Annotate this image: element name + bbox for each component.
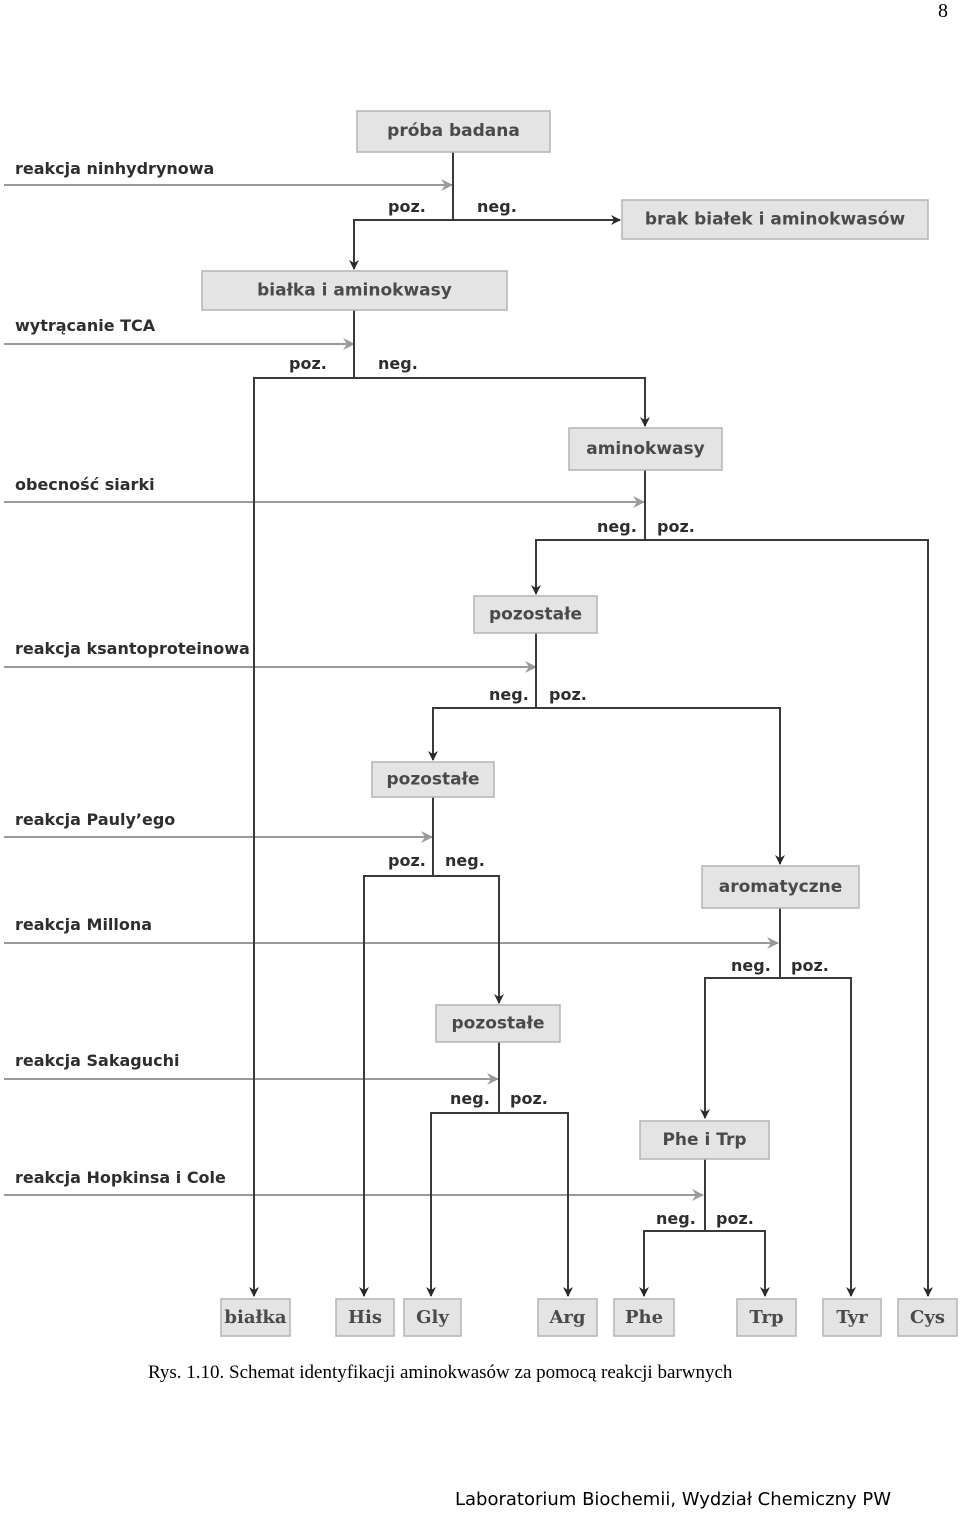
svg-text:pozostałe: pozostałe [452, 1014, 545, 1034]
leaf-arg: Arg [537, 1298, 598, 1337]
leaf-tyr: Tyr [822, 1298, 882, 1337]
reaction-hopkins-cole-label: reakcja Hopkinsa i Cole [15, 1168, 226, 1187]
reaction-sakaguchi-label: reakcja Sakaguchi [15, 1051, 179, 1070]
svg-text:Gly: Gly [416, 1307, 449, 1328]
branch-neg-label: neg. [477, 197, 517, 216]
branch-neg-label: neg. [597, 517, 637, 536]
branch-neg-label: neg. [378, 354, 418, 373]
leaf-his: His [335, 1298, 395, 1337]
svg-text:białka: białka [224, 1307, 286, 1328]
branch-labels: poz. neg. poz. neg. neg. poz. neg. poz. … [289, 197, 829, 1228]
svg-text:próba badana: próba badana [387, 121, 520, 141]
node-phe-i-trp: Phe i Trp [639, 1120, 770, 1160]
leaf-cys: Cys [897, 1298, 958, 1337]
node-pozostale-3: pozostałe [435, 1004, 561, 1043]
reaction-xanthoprotein-label: reakcja ksantoproteinowa [15, 639, 250, 658]
branch-pos-label: poz. [510, 1089, 548, 1108]
leaf-gly: Gly [403, 1298, 462, 1337]
branch-neg-label: neg. [489, 685, 529, 704]
svg-text:aromatyczne: aromatyczne [719, 877, 843, 897]
node-aromatyczne: aromatyczne [701, 865, 860, 909]
node-pozostale-1: pozostałe [473, 595, 598, 634]
svg-text:pozostałe: pozostałe [387, 770, 480, 790]
branch-neg-label: neg. [656, 1209, 696, 1228]
figure-caption: Rys. 1.10. Schemat identyfikacji aminokw… [148, 1362, 733, 1383]
svg-text:Phe i Trp: Phe i Trp [662, 1130, 746, 1150]
svg-text:brak białek i aminokwasów: brak białek i aminokwasów [645, 210, 906, 230]
node-bialka-i-aminokwasy: białka i aminokwasy [201, 270, 508, 311]
branch-pos-label: poz. [657, 517, 695, 536]
branch-pos-label: poz. [791, 956, 829, 975]
svg-text:His: His [348, 1307, 382, 1328]
svg-text:Tyr: Tyr [836, 1307, 868, 1328]
node-pozostale-2: pozostałe [371, 761, 495, 798]
reagent-labels: reakcja ninhydrynowa wytrącanie TCA obec… [15, 159, 250, 1187]
branch-pos-label: poz. [388, 851, 426, 870]
node-proba-badana: próba badana [356, 110, 551, 153]
page-footer: Laboratorium Biochemii, Wydział Chemiczn… [455, 1489, 892, 1510]
svg-text:Trp: Trp [749, 1307, 783, 1328]
svg-text:Arg: Arg [548, 1307, 585, 1328]
reagent-lines [4, 179, 779, 1201]
branch-pos-label: poz. [716, 1209, 754, 1228]
node-aminokwasy: aminokwasy [568, 427, 723, 471]
page-number: 8 [938, 0, 948, 22]
branch-pos-label: poz. [549, 685, 587, 704]
svg-text:Cys: Cys [910, 1307, 945, 1328]
reaction-pauly-label: reakcja Pauly’ego [15, 810, 175, 829]
leaf-bialka: białka [220, 1298, 291, 1337]
svg-text:białka i aminokwasy: białka i aminokwasy [257, 281, 452, 301]
branch-pos-label: poz. [289, 354, 327, 373]
reaction-sulfur-label: obecność siarki [15, 475, 155, 494]
branch-neg-label: neg. [450, 1089, 490, 1108]
reaction-tca-label: wytrącanie TCA [15, 316, 156, 335]
branch-pos-label: poz. [388, 197, 426, 216]
identification-flowchart: reakcja ninhydrynowa wytrącanie TCA obec… [4, 110, 958, 1337]
svg-text:pozostałe: pozostałe [489, 605, 582, 625]
connector-lines [249, 152, 933, 1297]
svg-text:aminokwasy: aminokwasy [586, 439, 704, 459]
svg-text:Phe: Phe [625, 1307, 663, 1328]
node-brak-bialek: brak białek i aminokwasów [621, 199, 929, 240]
reaction-ninhydrin-label: reakcja ninhydrynowa [15, 159, 214, 178]
reaction-millon-label: reakcja Millona [15, 915, 152, 934]
branch-neg-label: neg. [731, 956, 771, 975]
leaf-trp: Trp [736, 1298, 797, 1337]
leaf-phe: Phe [613, 1298, 675, 1337]
branch-neg-label: neg. [445, 851, 485, 870]
